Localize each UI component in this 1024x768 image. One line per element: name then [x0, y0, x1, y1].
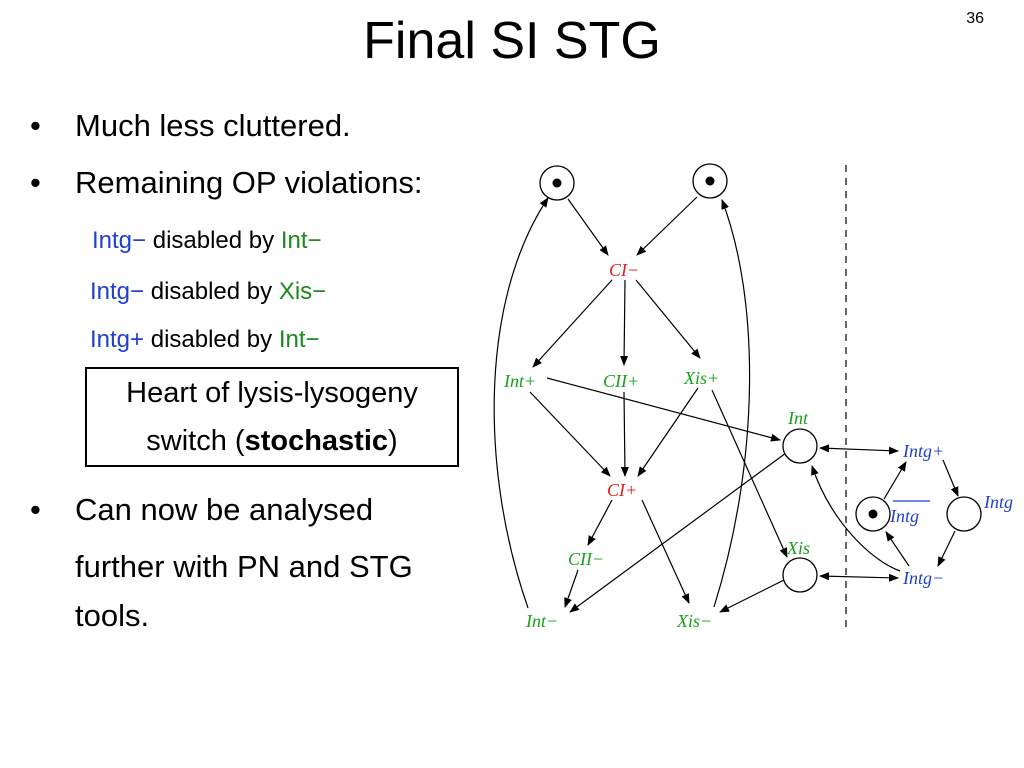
label-intg-place: Intg [983, 492, 1013, 512]
label-cii-minus: CII− [568, 549, 604, 569]
arc [819, 444, 899, 455]
place-intg [946, 496, 982, 532]
highlight-box: Heart of lysis-lysogeny switch (stochast… [85, 367, 459, 467]
label-int-plus: Int+ [503, 371, 536, 391]
violation-signal: Intg+ [90, 326, 145, 353]
violation-text: disabled by [144, 326, 279, 353]
slide-title: Final SI STG [363, 12, 661, 70]
arc [719, 579, 785, 613]
arc [564, 569, 579, 608]
box-bold-word: stochastic [244, 425, 389, 457]
bullet-dot: • [30, 165, 41, 200]
box-line-2: switch (stochastic) [146, 425, 398, 457]
label-int-minus: Int− [525, 611, 558, 631]
box-line-1: Heart of lysis-lysogeny [126, 377, 418, 409]
violation-text: disabled by [144, 278, 279, 305]
token [868, 509, 878, 519]
arc [587, 499, 613, 546]
violation-3: Intg+ disabled by Int− [90, 325, 320, 355]
arc [529, 391, 611, 477]
arc [942, 459, 959, 497]
label-ci-plus: CI+ [607, 480, 637, 500]
label-int-place: Int [787, 408, 809, 428]
label-xis-minus: Xis− [676, 611, 712, 631]
arc [811, 465, 901, 572]
token [705, 176, 715, 186]
page-number: 36 [966, 10, 984, 27]
arc [636, 196, 698, 256]
bullet-3-text-3: tools. [75, 598, 150, 633]
label-xis-place: Xis [786, 538, 810, 558]
place-xis [782, 557, 818, 593]
arc [883, 461, 907, 500]
arc [546, 377, 781, 442]
arc [620, 279, 629, 366]
bullet-2-text: Remaining OP violations: [75, 165, 423, 200]
arc [493, 197, 549, 609]
bullet-3-text-1: Can now be analysed [75, 492, 374, 527]
places [539, 163, 982, 593]
arc [637, 387, 699, 477]
violation-2: Intg− disabled by Xis− [90, 277, 326, 307]
violation-signal: Intg− [90, 278, 145, 305]
arc [567, 198, 609, 256]
bullet-2: • [30, 163, 74, 203]
violation-by: Int− [280, 227, 322, 254]
arc [885, 531, 910, 567]
label-ci-minus: CI− [609, 260, 639, 280]
label-intg-minus: Intg− [902, 568, 944, 588]
arc [635, 279, 701, 359]
arc [713, 199, 751, 608]
arc [711, 389, 788, 558]
violation-1: Intg− disabled by Int− [92, 226, 322, 256]
violation-by: Int− [278, 326, 320, 353]
arc [532, 279, 613, 368]
token [552, 178, 562, 188]
label-intg-plus: Intg+ [902, 441, 944, 461]
violation-signal: Intg− [92, 227, 147, 254]
bullet-3: • [30, 490, 74, 530]
arc [641, 499, 690, 604]
violation-by: Xis− [278, 278, 327, 305]
bullet-3-text-2: further with PN and STG [75, 549, 413, 584]
bullet-dot: • [30, 492, 41, 527]
bullet-1-text: Much less cluttered. [75, 108, 351, 143]
bullet-dot: • [30, 108, 41, 143]
label-intg-bar-place: Intg [889, 506, 919, 526]
diagram-arcs [493, 165, 959, 627]
arc [819, 572, 899, 582]
violation-text: disabled by [146, 227, 281, 254]
label-xis-plus: Xis+ [683, 368, 719, 388]
arc [569, 452, 787, 613]
bullet-1: • [30, 106, 74, 146]
place-int [782, 428, 818, 464]
arc [620, 391, 629, 477]
label-cii-plus: CII+ [603, 371, 639, 391]
arc [937, 530, 956, 567]
